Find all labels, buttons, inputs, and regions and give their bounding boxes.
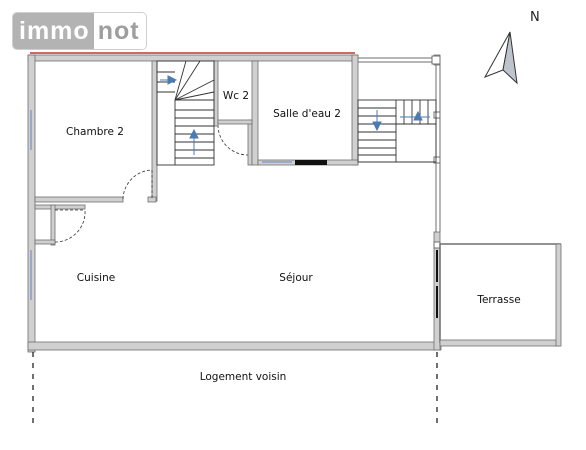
neighbour-boundary bbox=[32, 352, 438, 425]
room-label-chambre: Chambre 2 bbox=[66, 126, 124, 138]
room-label-sejour: Séjour bbox=[279, 272, 313, 284]
logo-part-immo: immo bbox=[13, 13, 94, 49]
north-arrow-icon bbox=[483, 31, 518, 85]
post bbox=[433, 241, 441, 249]
balcony-outline bbox=[358, 57, 441, 232]
post bbox=[431, 55, 441, 65]
stair-arrow-up bbox=[160, 75, 199, 155]
stair-arrows-right bbox=[372, 110, 430, 132]
neighbour-label: Logement voisin bbox=[199, 371, 287, 383]
north-label: N bbox=[530, 10, 540, 25]
room-label-salle-deau: Salle d'eau 2 bbox=[273, 108, 341, 120]
logo-part-not: not bbox=[93, 13, 146, 49]
room-label-terrasse: Terrasse bbox=[477, 294, 521, 306]
chambre-walls bbox=[34, 60, 158, 246]
door-swings bbox=[54, 124, 249, 243]
room-label-cuisine: Cuisine bbox=[76, 272, 116, 284]
terrasse-outline bbox=[436, 243, 562, 347]
salle-deau-door bbox=[295, 160, 327, 165]
staircase-right bbox=[357, 99, 437, 163]
central-walls bbox=[213, 60, 259, 166]
post bbox=[433, 111, 441, 119]
post bbox=[433, 156, 441, 164]
staircase-left bbox=[156, 60, 215, 166]
immonot-logo: immo not bbox=[12, 12, 147, 50]
room-label-wc: Wc 2 bbox=[222, 90, 250, 102]
